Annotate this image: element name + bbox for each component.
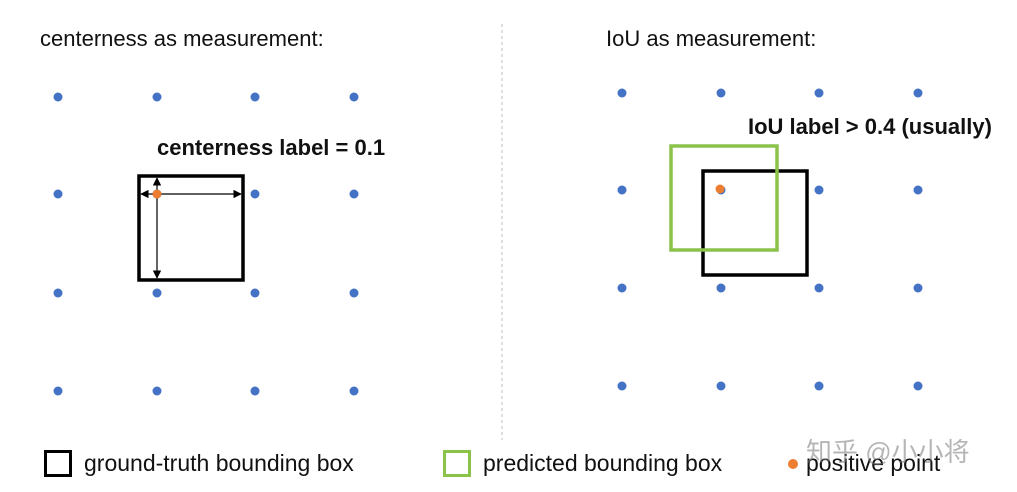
right-grid-point	[617, 185, 627, 195]
left-grid-point	[53, 288, 63, 298]
legend-predicted-label: predicted bounding box	[483, 450, 723, 476]
left-grid-point	[152, 288, 162, 298]
left-grid-point	[349, 92, 359, 102]
right-grid-point	[913, 381, 923, 391]
legend-positive-label: positive point	[806, 450, 941, 476]
ground-truth-swatch	[44, 450, 72, 477]
left-grid-point	[349, 386, 359, 396]
predicted-bounding-box	[669, 144, 779, 252]
right-grid-point	[913, 283, 923, 293]
right-grid-point	[913, 88, 923, 98]
centerness-label-annotation: centerness label = 0.1	[157, 135, 386, 160]
legend-ground-truth: ground-truth bounding box	[44, 450, 354, 477]
left-grid-point	[250, 386, 260, 396]
right-grid-points	[617, 88, 923, 391]
left-grid-point	[250, 288, 260, 298]
left-grid-point	[349, 189, 359, 199]
positive-point-swatch	[788, 458, 798, 469]
right-grid-point	[617, 283, 627, 293]
right-grid-point	[617, 88, 627, 98]
right-grid-point	[913, 185, 923, 195]
right-grid-point	[814, 88, 824, 98]
legend-predicted: predicted bounding box	[443, 450, 722, 477]
left-grid-point	[250, 189, 260, 199]
predicted-swatch	[443, 450, 471, 477]
right-grid-point	[814, 283, 824, 293]
right-grid-point	[814, 381, 824, 391]
legend-positive: positive point	[788, 450, 940, 477]
left-panel-title: centerness as measurement:	[40, 26, 324, 51]
iou-label-annotation: IoU label > 0.4 (usually)	[748, 114, 992, 139]
left-grid-point	[349, 288, 359, 298]
left-grid-point	[152, 92, 162, 102]
right-positive-point	[715, 184, 725, 194]
left-positive-point	[152, 189, 162, 199]
right-ground-truth-box	[701, 169, 809, 277]
right-grid-point	[617, 381, 627, 391]
left-grid-point	[53, 92, 63, 102]
left-ground-truth-box	[137, 174, 245, 282]
left-grid-points	[53, 92, 359, 396]
right-grid-point	[716, 283, 726, 293]
right-grid-point	[716, 381, 726, 391]
left-grid-point	[53, 189, 63, 199]
legend-ground-truth-label: ground-truth bounding box	[84, 450, 354, 476]
watermark: 知乎 @小小将	[806, 437, 970, 467]
left-grid-point	[53, 386, 63, 396]
right-grid-point	[716, 88, 726, 98]
left-grid-point	[152, 386, 162, 396]
right-panel-title: IoU as measurement:	[606, 26, 817, 51]
right-grid-point	[814, 185, 824, 195]
left-grid-point	[250, 92, 260, 102]
